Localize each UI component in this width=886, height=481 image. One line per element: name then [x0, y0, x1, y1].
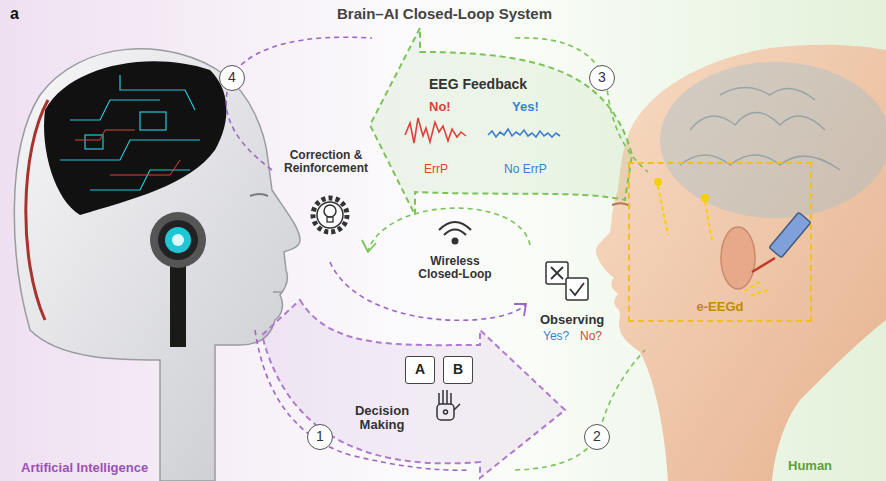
- gear-bulb-icon: [313, 198, 347, 232]
- node-text: A: [415, 362, 425, 377]
- errp-wave: [405, 118, 466, 143]
- section-heading: EEG Feedback: [429, 77, 527, 92]
- step-label: Decision Making: [346, 404, 418, 433]
- node-text: 3: [598, 70, 606, 85]
- step-number: 1: [307, 424, 333, 450]
- loop-lines: [226, 37, 648, 470]
- choice-box: A: [405, 356, 435, 384]
- step-number: 2: [584, 424, 610, 450]
- choice-box: B: [443, 356, 473, 384]
- agent-label: Human: [788, 459, 832, 473]
- hand-icon: [437, 390, 460, 420]
- human-head: [596, 45, 886, 481]
- node-text: 4: [228, 70, 236, 85]
- signal-label: No!: [429, 100, 451, 114]
- answer-label: No?: [580, 330, 602, 343]
- node-text: B: [453, 362, 463, 377]
- decision-arrow: [262, 300, 565, 478]
- step-number: 4: [219, 65, 245, 91]
- signal-name: No ErrP: [504, 163, 547, 176]
- robot-head: [14, 49, 300, 481]
- step-label: Wireless Closed-Loop: [415, 255, 495, 281]
- feedback-arrow: [370, 28, 632, 215]
- answer-label: Yes?: [543, 330, 569, 343]
- wifi-icon: [439, 222, 471, 244]
- agent-label: Artificial Intelligence: [21, 461, 148, 475]
- step-label: Observing: [540, 313, 604, 327]
- node-text: 2: [593, 429, 601, 444]
- no-errp-wave: [488, 129, 560, 137]
- step-label: Correction & Reinforcement: [276, 149, 376, 175]
- diagram-title: Brain–AI Closed-Loop System: [337, 6, 552, 23]
- signal-name: ErrP: [424, 163, 448, 176]
- panel-letter: a: [10, 5, 19, 23]
- device-region: e-EEGd: [628, 162, 812, 322]
- node-text: 1: [316, 429, 324, 444]
- observe-icons: [546, 262, 588, 300]
- step-number: 3: [589, 65, 615, 91]
- node-text: e-EEGd: [697, 300, 744, 314]
- signal-label: Yes!: [512, 100, 539, 114]
